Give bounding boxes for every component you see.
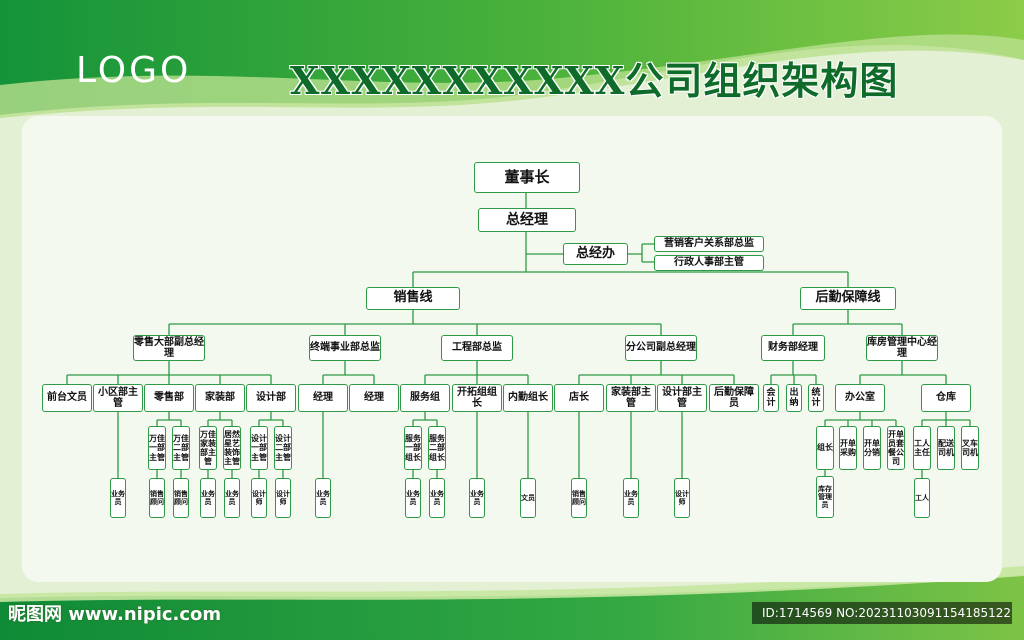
connector-sales-depts	[168, 310, 662, 335]
connector-warehouse-sub	[921, 412, 971, 426]
watermark-id: ID:1714569 NO:20231103091154185122	[752, 602, 1012, 624]
connector-logistics-depts	[792, 310, 903, 335]
node-finance-dept: 财务部经理	[761, 335, 825, 361]
node-delivery-driver: 配送司机	[937, 426, 955, 470]
node-branch-decoration-supervisor: 家装部主管	[606, 384, 656, 412]
node-gm-office: 总经办	[563, 243, 628, 265]
page-title: XXXXXXXXXXX公司组织架构图	[290, 58, 899, 103]
node-design-unit: 设计部	[246, 384, 296, 412]
node-office: 办公室	[835, 384, 885, 412]
node-statistics: 统计	[808, 384, 824, 412]
node-accountant: 会计	[763, 384, 779, 412]
node-branch-design-supervisor: 设计部主管	[657, 384, 707, 412]
node-office-distribution: 开单分销	[863, 426, 881, 470]
connector-terminal-units	[322, 361, 375, 384]
node-wanjia-decoration-supervisor: 万佳家装部主管	[199, 426, 217, 470]
node-office-leader: 内勤组长	[503, 384, 553, 412]
node-marketing-director: 营销客户关系部总监	[654, 236, 764, 252]
connector-lines	[412, 271, 849, 287]
connector-office-sub	[824, 412, 897, 426]
node-service-2-leader: 服务二部组长	[428, 426, 446, 470]
node-terminal-dept: 终端事业部总监	[309, 335, 381, 361]
connector-warehouse-units	[859, 361, 947, 384]
node-forklift-driver: 叉车司机	[961, 426, 979, 470]
node-office-purchasing: 开单采购	[839, 426, 857, 470]
node-admin-hr-supervisor: 行政人事部主管	[654, 255, 764, 271]
node-wanjia-2-supervisor: 万佳二部主管	[172, 426, 190, 470]
connector-finance-units	[770, 361, 817, 384]
node-staff-salesperson: 业务员	[623, 478, 639, 518]
node-terminal-manager-1: 经理	[298, 384, 348, 412]
node-warehouse-center: 库房管理中心经理	[866, 335, 938, 361]
node-staff-salesperson: 业务员	[110, 478, 126, 518]
connector-office-staff	[628, 243, 654, 263]
node-logistics-staff: 后勤保障员	[709, 384, 759, 412]
node-engineering-dept: 工程部总监	[441, 335, 513, 361]
node-staff-sales-consultant: 销售顾问	[571, 478, 587, 518]
connector-retail-units	[66, 361, 272, 384]
node-office-package-company: 开单员套餐公司	[887, 426, 905, 470]
node-logistics-line: 后勤保障线	[800, 287, 896, 310]
node-staff-sales-consultant: 销售顾问	[149, 478, 165, 518]
node-design-2-supervisor: 设计二部主管	[274, 426, 292, 470]
node-worker-director: 工人主任	[913, 426, 931, 470]
node-front-desk: 前台文员	[42, 384, 92, 412]
node-staff-designer: 设计师	[275, 478, 291, 518]
connector-branch-units	[578, 361, 735, 384]
node-expansion-leader: 开拓组组长	[452, 384, 502, 412]
node-staff-worker: 工人	[914, 478, 930, 518]
connector-retail-sub	[156, 412, 284, 426]
node-staff-clerk: 文员	[520, 478, 536, 518]
node-retail-dept: 零售大部副总经理	[133, 335, 205, 361]
node-branch: 分公司副总经理	[625, 335, 697, 361]
node-staff-warehouse-admin: 库存管理员	[816, 476, 834, 518]
node-community-supervisor: 小区部主管	[93, 384, 143, 412]
node-warehouse: 仓库	[921, 384, 971, 412]
node-service-group: 服务组	[400, 384, 450, 412]
node-sales-line: 销售线	[366, 287, 460, 310]
node-general-manager: 总经理	[478, 208, 576, 232]
node-staff-salesperson: 业务员	[200, 478, 216, 518]
node-staff-salesperson: 业务员	[224, 478, 240, 518]
node-retail-unit: 零售部	[144, 384, 194, 412]
node-staff-salesperson: 业务员	[405, 478, 421, 518]
watermark-site: 昵图网 www.nipic.com	[8, 604, 222, 625]
node-chairman: 董事长	[474, 162, 580, 193]
connector-service-sub	[412, 412, 438, 426]
node-staff-salesperson: 业务员	[429, 478, 445, 518]
node-staff-salesperson: 业务员	[469, 478, 485, 518]
logo-text: LOGO	[76, 50, 192, 91]
node-staff-salesperson: 业务员	[315, 478, 331, 518]
node-service-1-leader: 服务一部组长	[404, 426, 422, 470]
node-wanjia-1-supervisor: 万佳一部主管	[148, 426, 166, 470]
node-design-1-supervisor: 设计一部主管	[250, 426, 268, 470]
node-decoration-unit: 家装部	[195, 384, 245, 412]
node-staff-designer: 设计师	[251, 478, 267, 518]
connector-eng-units	[424, 361, 529, 384]
connector-staff	[117, 412, 923, 478]
node-xingyi-decoration-supervisor: 居然星艺装饰主管	[223, 426, 241, 470]
node-store-manager: 店长	[554, 384, 604, 412]
node-staff-sales-consultant: 销售顾问	[173, 478, 189, 518]
node-office-group-leader: 组长	[816, 426, 834, 470]
node-cashier: 出纳	[786, 384, 802, 412]
node-terminal-manager-2: 经理	[349, 384, 399, 412]
node-staff-designer: 设计师	[674, 478, 690, 518]
